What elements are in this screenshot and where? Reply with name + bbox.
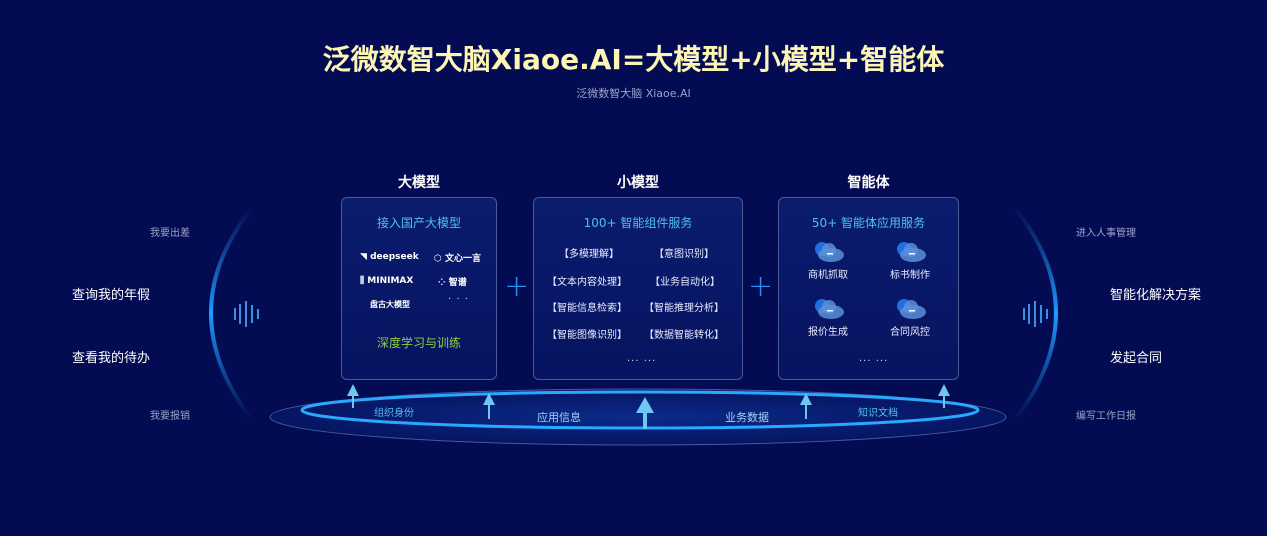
page-subtitle: 泛微数智大脑 Xiaoe.AI [576,87,691,100]
component-item: 【多模理解】 [559,249,619,260]
arrow-icons [347,384,950,429]
heading-large-model: 大模型 [398,175,440,191]
prompt-query-leave: 查询我的年假 [72,288,151,303]
cloud-icon [811,298,845,320]
deepseek-logo: ◥ deepseek [360,252,419,262]
small-model-title: 100+ 智能组件服务 [583,216,693,230]
deep-learning-label: 深度学习与训练 [376,336,461,350]
prompt-contract: 发起合同 [1110,351,1163,366]
prompt-business-trip: 我要出差 [150,228,190,239]
component-item: 【智能推理分析】 [644,303,724,314]
prompt-solution: 智能化解决方案 [1110,288,1202,303]
agent-card: 50+ 智能体应用服务 商机抓取 标书制作 报价生成 合同风控 ... ... [778,197,959,380]
component-item: 【业务自动化】 [650,277,720,288]
component-item: 【文本内容处理】 [547,277,627,288]
platform-app-info: 应用信息 [537,411,581,424]
agent-item: 报价生成 [793,298,863,338]
plus-icon: + [504,269,530,304]
minimax-logo: ⫼ MINIMAX [360,276,414,286]
prompt-reimburse: 我要报销 [150,411,190,422]
component-item: 【智能图像识别】 [547,330,627,341]
prompt-hr: 进入人事管理 [1076,228,1136,239]
agent-item: 合同风控 [875,298,945,338]
heading-agent: 智能体 [847,175,890,191]
cloud-icon [893,298,927,320]
wenxin-logo: ⬡ 文心一言 [434,254,482,264]
component-item: 【意图识别】 [654,249,714,260]
prompt-view-todo: 查看我的待办 [72,351,151,366]
agent-title: 50+ 智能体应用服务 [811,216,926,230]
voice-wave-icon-right [1023,301,1048,327]
platform-knowledge-docs: 知识文档 [858,408,898,419]
platform-inner-ring [300,390,980,430]
pangu-logo: 盘古大模型 [370,300,410,309]
right-arc [1013,206,1058,422]
page-title: 泛微数智大脑Xiaoe.AI=大模型+小模型+智能体 [322,43,945,76]
component-item: 【数据智能转化】 [644,330,724,341]
voice-wave-icon-left [234,301,259,327]
component-item: 【智能信息检索】 [547,303,627,314]
agent-item: 商机抓取 [793,241,863,281]
agent-item: 标书制作 [875,241,945,281]
more-components: ... ... [627,353,657,364]
zhipu-logo: ⁘ 智谱 [438,278,467,288]
prompt-daily-report: 编写工作日报 [1076,411,1136,422]
cloud-icon [811,241,845,263]
plus-icon: + [748,269,774,304]
platform-org-identity: 组织身份 [374,408,414,419]
platform-outer [269,388,1007,446]
left-arc [209,206,254,422]
more-models: · · · [448,294,469,305]
more-agents: ... ... [859,353,889,364]
cloud-icon [893,241,927,263]
large-model-card: 接入国产大模型 ◥ deepseek ⬡ 文心一言 ⫼ MINIMAX ⁘ 智谱… [341,197,497,380]
large-model-title: 接入国产大模型 [376,216,461,230]
small-model-card: 100+ 智能组件服务 【多模理解】 【意图识别】 【文本内容处理】 【业务自动… [533,197,743,380]
heading-small-model: 小模型 [617,175,659,191]
platform-business-data: 业务数据 [725,411,769,424]
